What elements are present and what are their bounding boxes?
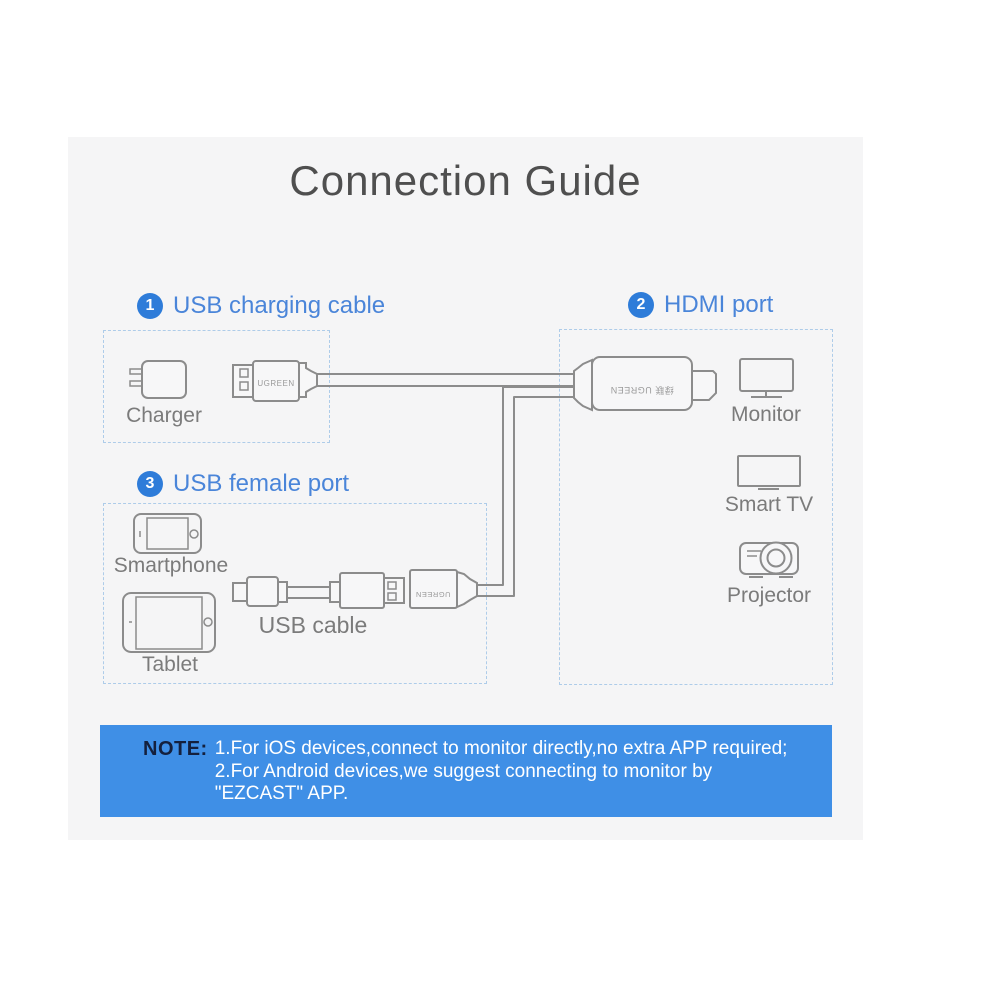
- section-header-usb-charging: 1 USB charging cable: [137, 292, 385, 320]
- note-line-1: 1.For iOS devices,connect to monitor dir…: [214, 738, 788, 759]
- section-label-hdmi: HDMI port: [664, 291, 774, 318]
- step-badge-1: 1: [137, 293, 163, 319]
- step-badge-2: 2: [628, 292, 654, 318]
- monitor-label: Monitor: [730, 403, 802, 426]
- smart-tv-label: Smart TV: [724, 493, 814, 516]
- note-banner: NOTE: 1.For iOS devices,connect to monit…: [100, 725, 832, 817]
- content-panel: [68, 137, 863, 840]
- charger-label: Charger: [126, 404, 202, 427]
- usb-cable-label: USB cable: [258, 612, 368, 638]
- note-label: NOTE:: [143, 738, 208, 760]
- smartphone-label: Smartphone: [113, 554, 229, 577]
- note-line-2: 2.For Android devices,we suggest connect…: [214, 760, 713, 782]
- projector-label: Projector: [726, 584, 812, 607]
- section-header-usb-female: 3 USB female port: [137, 470, 349, 498]
- page-title: Connection Guide: [289, 157, 642, 204]
- note-text: 1.For iOS devices,connect to monitor dir…: [215, 738, 788, 817]
- tablet-label: Tablet: [141, 653, 199, 676]
- section-header-hdmi: 2 HDMI port: [628, 291, 773, 319]
- step-badge-3: 3: [137, 471, 163, 497]
- section-label-usb-female: USB female port: [173, 470, 350, 497]
- note-line-3: "EZCAST" APP.: [214, 783, 349, 804]
- section-label-usb-charging: USB charging cable: [173, 292, 386, 319]
